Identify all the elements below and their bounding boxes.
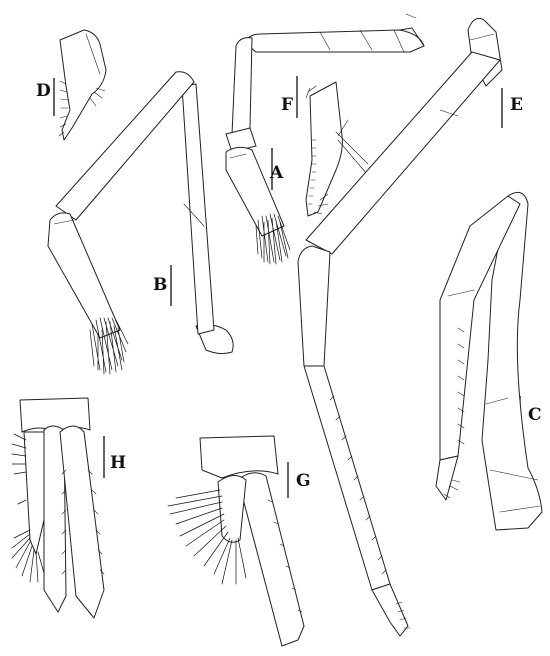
panel-label-d: D (36, 81, 51, 101)
pereopod-b-merus (181, 83, 215, 335)
uropod-h-outer-ramus (59, 425, 105, 619)
panel-f: F (281, 76, 373, 217)
panel-h: H (11, 397, 126, 619)
panel-label-e: E (510, 95, 523, 115)
panel-label-g: G (296, 471, 311, 491)
panel-d: D (36, 29, 107, 141)
panel-label-b: B (153, 275, 167, 295)
pereopod-a-merus (231, 37, 253, 135)
appendage-c-spines (443, 327, 465, 499)
detail-f-spinules (307, 139, 317, 205)
pereopod-a-setal-brush (255, 213, 291, 265)
uropod-h-exopod (23, 431, 47, 555)
appendage-c-dactylus (435, 455, 459, 501)
panel-b: B (47, 71, 234, 375)
pereopod-e-propodus (303, 365, 391, 591)
panel-label-c: C (528, 405, 542, 425)
uropod-g-serrations (267, 499, 303, 613)
dactylus-spines (58, 80, 69, 137)
pereopod-e-basis (467, 17, 503, 87)
uropod-h-serrations (61, 469, 105, 575)
pereopod-a-propodus (225, 146, 285, 237)
uropod-g-ramus (237, 472, 305, 647)
pereopod-b-setal-brush (89, 317, 129, 375)
detail-f-outline (305, 81, 343, 217)
uropod-g-setae (167, 489, 247, 585)
panel-label-h: H (110, 453, 126, 473)
panel-c: C (435, 191, 543, 531)
pereopod-e-carpus (297, 245, 331, 367)
pereopod-a-carpus (225, 127, 257, 153)
uropod-g-setose-ramus (217, 475, 247, 543)
uropod-g-peduncle (199, 435, 279, 479)
uropod-h-setae (11, 433, 47, 583)
panel-label-a: A (269, 163, 284, 183)
uropod-h-endopod (43, 425, 67, 613)
panel-label-f: F (281, 95, 293, 115)
panel-g: G (167, 435, 311, 647)
panel-e: E (297, 13, 523, 637)
pereopod-e-spines (329, 395, 411, 629)
pereopod-a-basis (243, 29, 425, 53)
pereopod-b-propodus (47, 212, 121, 339)
pereopod-b-carpus (55, 71, 195, 221)
dactylus-outline (59, 29, 107, 141)
panel-a: A (225, 27, 425, 265)
appendage-c-outer (481, 191, 543, 531)
pereopod-e-dactylus (371, 583, 409, 637)
